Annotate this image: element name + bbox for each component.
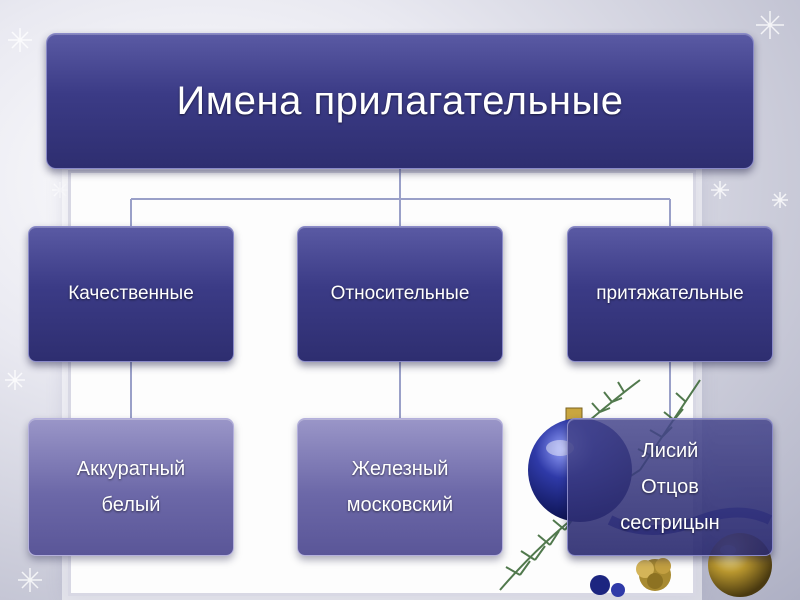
examples-box-possessive: Лисий Отцов сестрицын bbox=[567, 418, 773, 556]
category-label: Качественные bbox=[68, 283, 194, 304]
examples-box-qualitative: Аккуратный белый bbox=[28, 418, 234, 556]
example-word: сестрицын bbox=[620, 512, 720, 534]
category-box-qualitative: Качественные bbox=[28, 226, 234, 362]
category-box-possessive: притяжательные bbox=[567, 226, 773, 362]
example-word: Аккуратный bbox=[76, 458, 186, 480]
category-label: Относительные bbox=[330, 283, 470, 304]
examples-box-relative: Железный московский bbox=[297, 418, 503, 556]
example-word: московский bbox=[346, 494, 454, 516]
diagram-title-box: Имена прилагательные bbox=[46, 33, 754, 169]
example-word: Лисий bbox=[641, 440, 699, 462]
example-word: Отцов bbox=[641, 476, 699, 498]
category-label: притяжательные bbox=[596, 283, 744, 304]
example-word: белый bbox=[101, 494, 161, 516]
example-word: Железный bbox=[351, 458, 449, 480]
diagram-title: Имена прилагательные bbox=[176, 78, 624, 123]
category-box-relative: Относительные bbox=[297, 226, 503, 362]
